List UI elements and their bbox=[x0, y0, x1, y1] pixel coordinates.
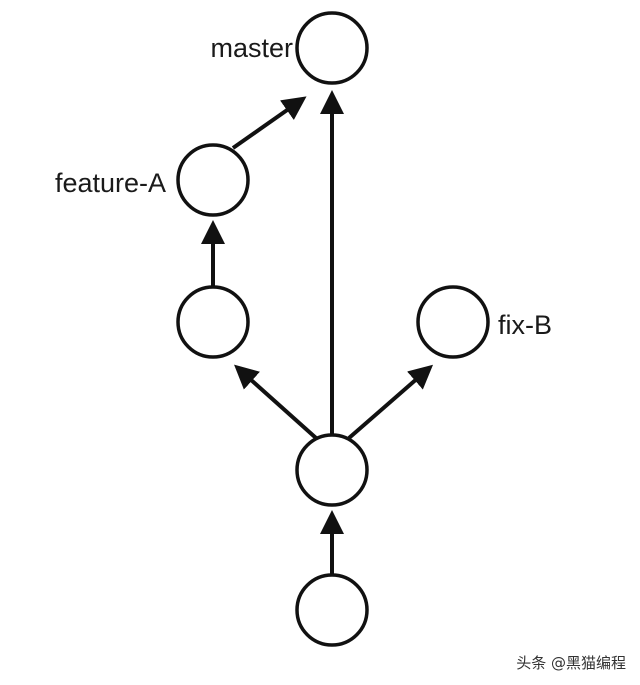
node-master bbox=[295, 11, 369, 85]
node-fix-b bbox=[416, 285, 490, 359]
label-master: master bbox=[210, 33, 293, 63]
edge-base-to-fix-b bbox=[347, 364, 434, 440]
watermark: 头条 @黑猫编程 bbox=[516, 654, 626, 672]
edge-base-to-commit-c bbox=[234, 364, 318, 440]
label-feature-a: feature-A bbox=[55, 168, 166, 198]
node-commit-base bbox=[295, 433, 369, 507]
node-commit-root bbox=[295, 573, 369, 647]
label-fix-b: fix-B bbox=[498, 310, 552, 340]
node-feature-a bbox=[176, 143, 250, 217]
node-commit-c bbox=[176, 285, 250, 359]
edge-feature-a-to-master bbox=[231, 96, 307, 150]
